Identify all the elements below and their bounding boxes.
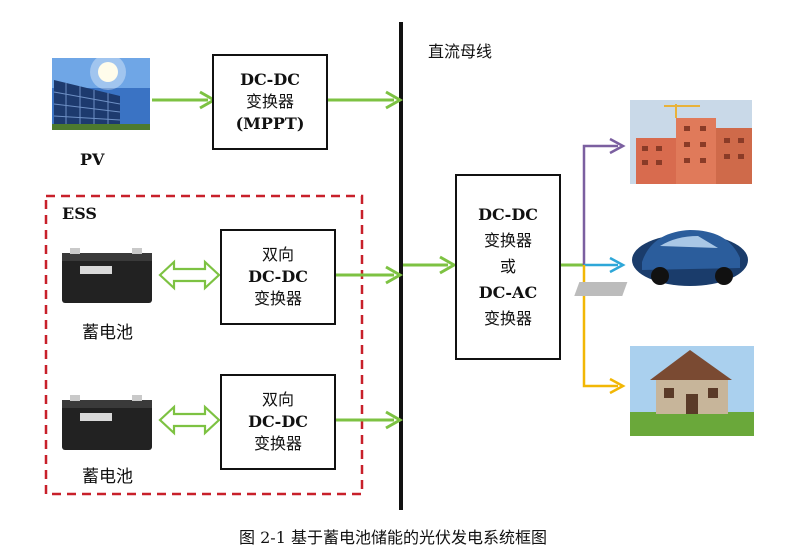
- battery-image: [62, 395, 152, 450]
- figure-caption: 图 2-1 基于蓄电池储能的光伏发电系统框图: [239, 528, 547, 547]
- battery-image: [62, 248, 152, 303]
- yellow-arrow-to-house: [582, 265, 626, 395]
- bidirectional-converter-box-2: 双向 DC-DC 变换器: [220, 374, 336, 470]
- center-line5: 变换器: [483, 309, 532, 328]
- dc-dc-or-dc-ac-converter-box: DC-DC 变换器 或 DC-AC 变换器: [455, 174, 561, 360]
- bidir2-line1: 双向: [261, 390, 294, 409]
- battery-label-1: 蓄电池: [82, 323, 133, 343]
- house-image: [630, 346, 754, 436]
- bidir2-line3: 变换器: [253, 434, 302, 453]
- center-line2: 变换器: [483, 231, 532, 250]
- bidir1-line1: 双向: [261, 245, 294, 264]
- mppt-line2: 变换器: [245, 92, 294, 111]
- mppt-line3: (MPPT): [235, 114, 305, 133]
- mppt-line1: DC-DC: [240, 70, 300, 89]
- mppt-to-bus-arrow: [327, 90, 404, 110]
- center-line1: DC-DC: [478, 205, 538, 224]
- solar-panel-image: [52, 54, 150, 130]
- battery-label-2: 蓄电池: [82, 467, 133, 487]
- bidir1-line2: DC-DC: [248, 267, 308, 286]
- bidir2-line2: DC-DC: [248, 412, 308, 431]
- bidir2-to-bus-arrow: [334, 410, 404, 430]
- mppt-converter-box: DC-DC 变换器 (MPPT): [212, 54, 328, 150]
- bus-to-center-arrow: [403, 255, 458, 275]
- center-line4: DC-AC: [478, 283, 538, 302]
- blue-arrow-to-car: [584, 256, 626, 274]
- pv-label: PV: [80, 150, 105, 169]
- ess-label: ESS: [62, 204, 97, 223]
- purple-arrow-to-building: [582, 137, 626, 265]
- bidirectional-converter-box-1: 双向 DC-DC 变换器: [220, 229, 336, 325]
- dc-bus-label: 直流母线: [428, 42, 493, 61]
- bidir1-to-bus-arrow: [334, 265, 404, 285]
- center-line3: 或: [499, 257, 516, 276]
- building-image: [630, 100, 752, 184]
- ess-border: [44, 194, 364, 496]
- bidir1-line3: 变换器: [253, 289, 302, 308]
- electric-car-image: [574, 230, 748, 296]
- pv-to-mppt-arrow: [152, 90, 218, 110]
- battery1-double-arrow: [158, 259, 221, 291]
- battery2-double-arrow: [158, 404, 221, 436]
